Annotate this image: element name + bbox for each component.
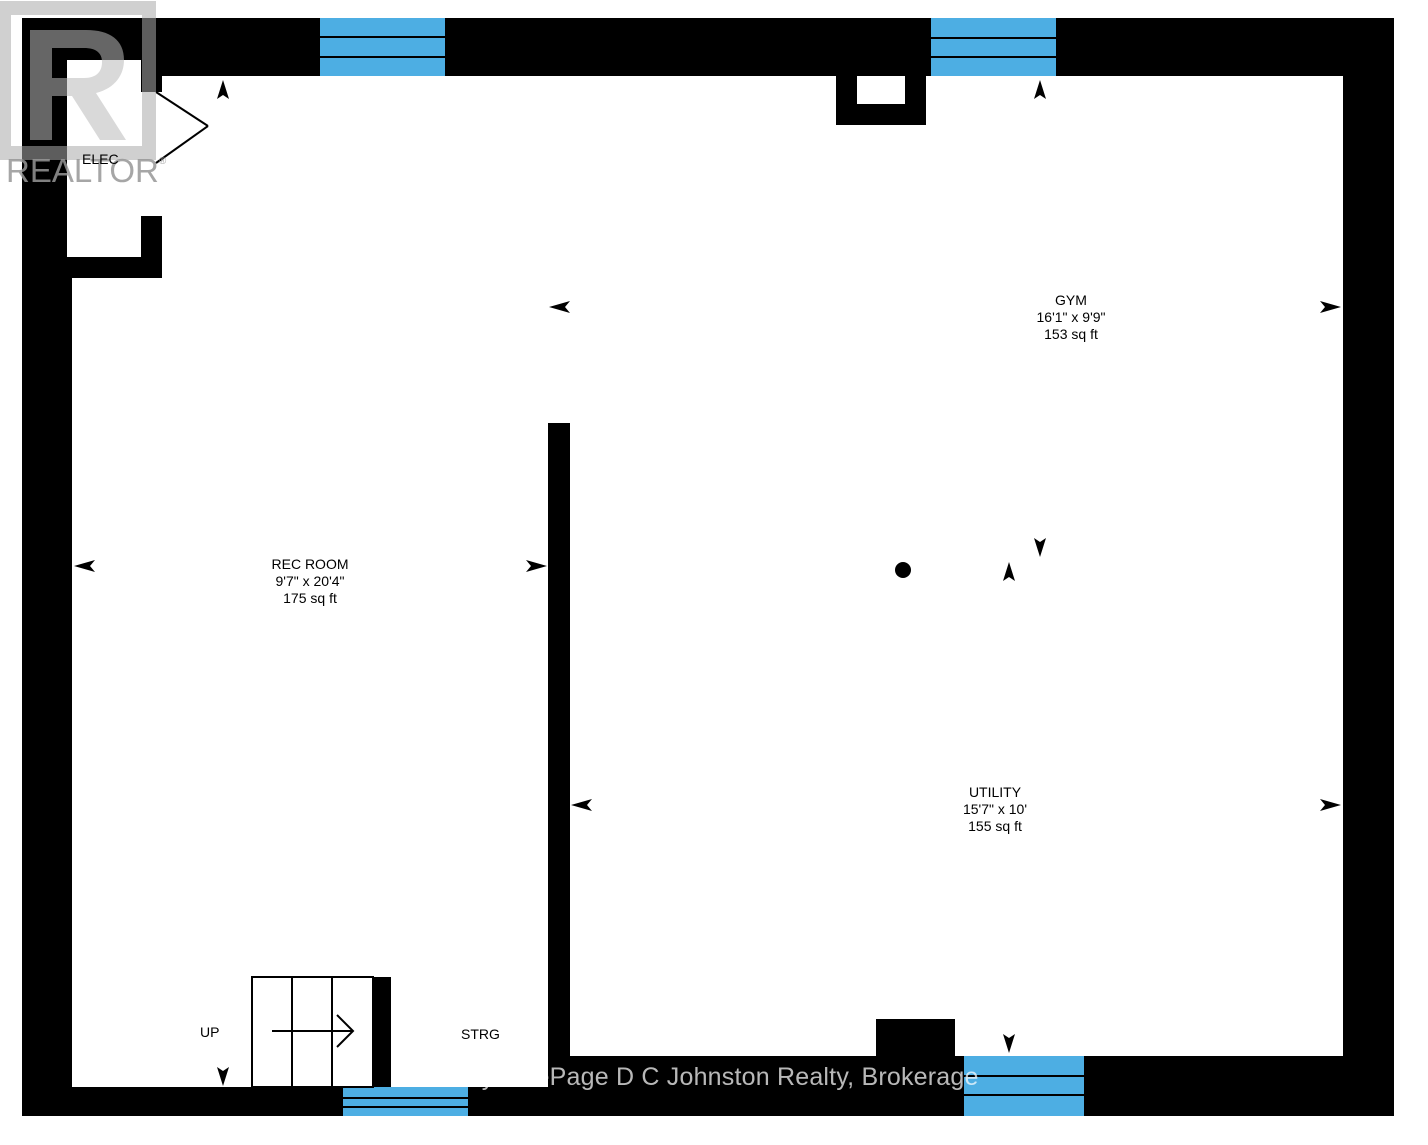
bottom-pillar xyxy=(876,1019,955,1059)
arrow-up xyxy=(217,80,229,99)
elec-label: ELEC xyxy=(82,151,119,167)
elec-door-leaf-2 xyxy=(155,125,209,164)
elec-door-leaf-1 xyxy=(155,91,209,127)
arrow-down xyxy=(217,1067,229,1086)
realtor-logo-text: REALTOR® xyxy=(6,152,167,189)
arrow-left xyxy=(549,301,570,313)
windows xyxy=(320,18,1084,1116)
realtor-logo xyxy=(0,1,156,160)
realtor-logo-r xyxy=(30,30,126,140)
column xyxy=(895,562,911,578)
wall-top xyxy=(22,18,1394,76)
window-top-right xyxy=(931,18,1056,76)
room-label-rec-room: REC ROOM 9'7" x 20'4" 175 sq ft xyxy=(240,556,380,607)
stairs-arrow-head xyxy=(336,1014,355,1048)
arrow-right xyxy=(1320,799,1341,811)
room-dimensions: 16'1" x 9'9" xyxy=(1036,309,1106,325)
arrow-down xyxy=(1034,538,1046,557)
wall-right xyxy=(1343,18,1394,1116)
stairs-up-label: UP xyxy=(200,1024,220,1040)
arrow-left xyxy=(571,799,592,811)
room-area: 155 sq ft xyxy=(968,818,1022,834)
room-dimensions: 9'7" x 20'4" xyxy=(275,573,345,589)
room-name: UTILITY xyxy=(968,784,1022,800)
chimney-inner xyxy=(857,76,905,104)
room-dimensions: 15'7" x 10' xyxy=(962,801,1028,817)
realtor-logo-frame xyxy=(0,1,156,160)
room-label-utility: UTILITY 15'7" x 10' 155 sq ft xyxy=(935,784,1055,835)
arrow-down xyxy=(1003,1034,1015,1053)
room-name: REC ROOM xyxy=(271,556,349,572)
brokerage-watermark: Royal LePage D C Johnston Realty, Broker… xyxy=(449,1063,979,1091)
arrow-left xyxy=(74,560,95,572)
dimension-arrows xyxy=(74,80,1341,1086)
storage-label: STRG xyxy=(461,1026,500,1042)
arrow-right xyxy=(526,560,547,572)
window-bottom-left xyxy=(343,1087,468,1116)
partition-wall xyxy=(548,423,570,1088)
room-name: GYM xyxy=(1055,292,1087,308)
stairs xyxy=(251,976,391,1088)
arrow-up xyxy=(1034,80,1046,99)
arrow-right xyxy=(1320,301,1341,313)
stairs-side-wall xyxy=(373,977,391,1087)
chimney xyxy=(836,76,926,125)
window-bottom-right xyxy=(964,1056,1084,1116)
room-area: 175 sq ft xyxy=(283,590,337,606)
exterior-walls xyxy=(22,18,1394,1116)
room-area: 153 sq ft xyxy=(1044,326,1098,342)
window-top-left xyxy=(320,18,445,76)
room-label-gym: GYM 16'1" x 9'9" 153 sq ft xyxy=(1011,292,1131,343)
arrow-up xyxy=(1003,562,1015,581)
